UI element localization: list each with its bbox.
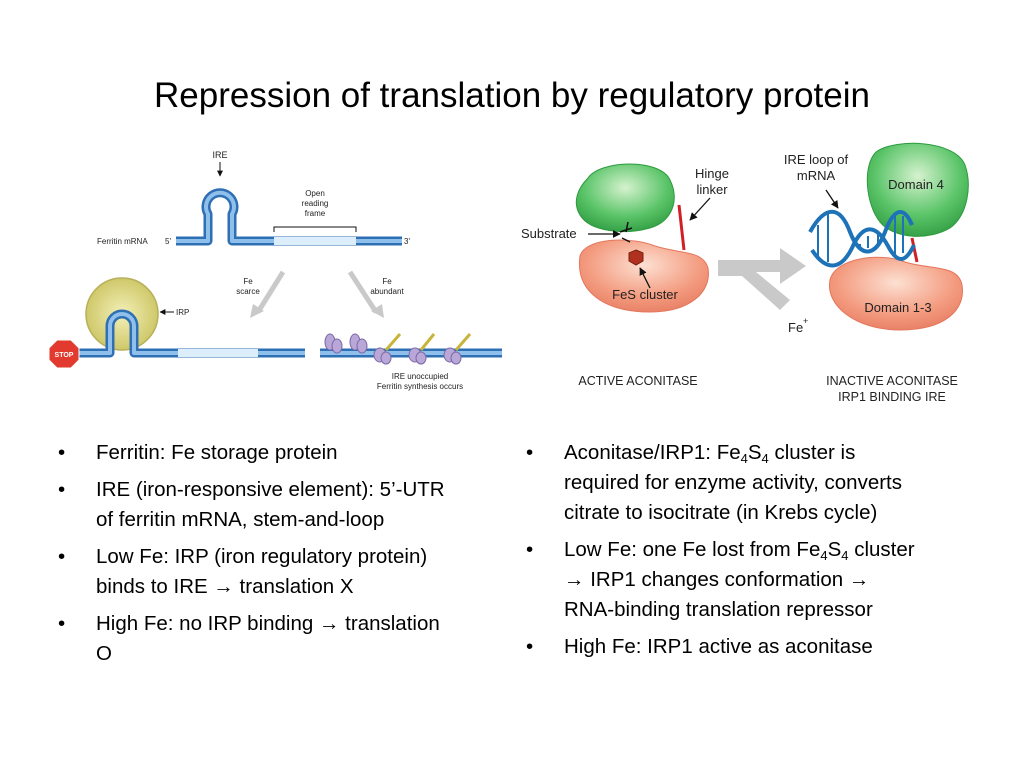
ire-unoccupied-panel: IRE unoccupied Ferritin synthesis occurs: [320, 333, 502, 391]
bullet-high-fe-irp1: High Fe: IRP1 active as aconitase: [526, 632, 976, 662]
irp-bound-panel: STOP IRP: [48, 277, 305, 369]
orf-label-3: frame: [305, 209, 326, 218]
ire-label: IRE: [212, 150, 227, 160]
stop-sign-icon: [48, 339, 80, 369]
orf-label-1: Open: [305, 189, 325, 198]
inactive-caption-1: INACTIVE ACONITASE: [826, 374, 958, 388]
inactive-caption-2: IRP1 BINDING IRE: [838, 390, 946, 404]
orf-label-2: reading: [302, 199, 329, 208]
inactive-domain13: [828, 256, 963, 331]
stop-label: STOP: [55, 352, 74, 359]
hinge-label-2: linker: [696, 182, 728, 197]
fe-abundant-arrow: [347, 270, 379, 314]
fe-scarce-label-2: scarce: [236, 287, 260, 296]
ferritin-mrna-top: IRE Open reading frame Ferritin mRNA 5' …: [97, 150, 410, 246]
hinge-linker: [677, 204, 686, 251]
bullets-left: Ferritin: Fe storage protein IRE (iron-r…: [58, 438, 498, 676]
active-aconitase: Hinge linker Substrate FeS cluster ACTIV…: [521, 163, 729, 388]
bullet-aconitase: Aconitase/IRP1: Fe4S4 cluster isrequired…: [526, 438, 976, 528]
ire-loop-label-2: mRNA: [797, 168, 836, 183]
mrna-strand-top-highlight: [176, 190, 402, 243]
fe-scarce-arrow: [255, 270, 286, 314]
conversion-arrow: Fe +: [718, 248, 808, 335]
fe-scarce-label-1: Fe: [243, 277, 253, 286]
inactive-hinge: [910, 237, 919, 263]
fe-abundant-label-1: Fe: [382, 277, 392, 286]
inactive-domain4: [866, 142, 969, 237]
fes-cluster-icon: [628, 249, 644, 266]
substrate-label: Substrate: [521, 226, 577, 241]
active-caption: ACTIVE ACONITASE: [578, 374, 697, 388]
orf-region: [274, 237, 356, 245]
bullet-low-fe: Low Fe: IRP (iron regulatory protein)bin…: [58, 542, 498, 602]
mrna-strand-left: [72, 309, 305, 358]
ribosome-icons: [324, 333, 462, 365]
result-caption-1: IRE unoccupied: [392, 372, 448, 381]
ire-base-pairs: [817, 214, 904, 262]
bullet-ire: IRE (iron-responsive element): 5’-UTRof …: [58, 475, 498, 535]
gray-branch-arrow: [718, 248, 806, 310]
bullets-right: Aconitase/IRP1: Fe4S4 cluster isrequired…: [526, 438, 976, 669]
bullet-ferritin: Ferritin: Fe storage protein: [58, 438, 498, 468]
fe-plus-sup: +: [803, 316, 808, 326]
condition-arrows: Fe scarce Fe abundant: [236, 270, 404, 318]
result-caption-2: Ferritin synthesis occurs: [377, 382, 463, 391]
nascent-peptide-icons: [384, 333, 472, 351]
fes-cluster-label: FeS cluster: [612, 287, 678, 302]
substrate-icon: [619, 221, 633, 243]
fe-plus-label: Fe: [788, 320, 803, 335]
ire-rna-helix: [808, 210, 916, 268]
irp-label: IRP: [176, 308, 189, 317]
ire-loop-label-1: IRE loop of: [784, 152, 849, 167]
bullet-low-fe-irp1: Low Fe: one Fe lost from Fe4S4 cluster→ …: [526, 535, 976, 625]
inactive-aconitase: IRE loop of mRNA Domain 4 Domain 1-3 INA…: [784, 142, 969, 404]
ferritin-mrna-label: Ferritin mRNA: [97, 237, 148, 246]
orf-bracket: [273, 226, 357, 232]
active-domain4: [575, 163, 675, 233]
hinge-label-1: Hinge: [695, 166, 729, 181]
domain13-label: Domain 1-3: [864, 300, 931, 315]
slide-title: Repression of translation by regulatory …: [154, 76, 870, 115]
five-prime-label: 5': [165, 237, 171, 246]
orf-region-left: [178, 349, 258, 357]
fe-abundant-label-2: abundant: [370, 287, 404, 296]
domain4-label: Domain 4: [888, 177, 944, 192]
three-prime-label: 3': [404, 237, 410, 246]
